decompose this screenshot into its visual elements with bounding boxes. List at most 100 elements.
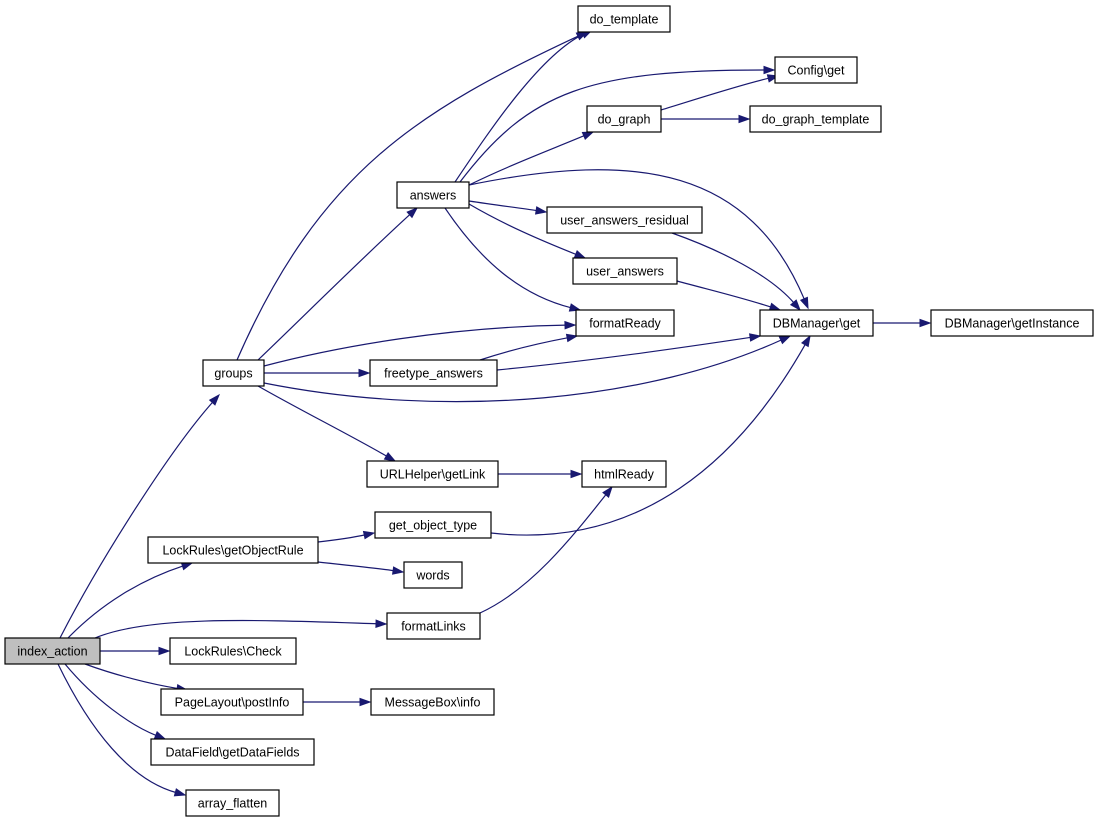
node-label: URLHelper\getLink (380, 468, 486, 482)
edge-index-action-to-array-flatten (57, 663, 187, 797)
node-config-get[interactable]: Config\get (774, 56, 858, 84)
arrowhead-icon (919, 318, 932, 328)
arrowhead-icon (180, 562, 194, 571)
arrowhead-icon (392, 566, 405, 575)
arrowhead-icon (564, 320, 577, 330)
node-words[interactable]: words (403, 561, 463, 589)
node-label: user_answers_residual (560, 214, 689, 228)
node-label: formatReady (589, 317, 661, 331)
edge-user-answers-residual-to-dbmanager-get (671, 232, 801, 312)
node-freetype-answers[interactable]: freetype_answers (369, 359, 498, 387)
edge-dbmanager-get-to-dbmanager-getinstance (873, 318, 932, 328)
edge-groups-to-urlhelper-getlink (257, 385, 397, 462)
arrowhead-icon (573, 250, 587, 259)
node-label: do_graph (598, 113, 651, 127)
node-box (396, 181, 470, 209)
arrowhead-icon (763, 65, 776, 75)
edge-pagelayout-postinfo-to-messagebox-info (302, 697, 372, 707)
node-datafield-getdatafields[interactable]: DataField\getDataFields (150, 738, 315, 766)
edge-index-action-to-lockrules-getobjectrule (67, 562, 194, 639)
arrowhead-icon (358, 368, 371, 378)
node-label: groups (214, 367, 252, 381)
node-label: freetype_answers (384, 367, 483, 381)
node-lockrules-check[interactable]: LockRules\Check (169, 637, 297, 665)
edge-index-action-to-pagelayout-postinfo (84, 663, 189, 693)
node-box (150, 738, 315, 766)
arrowhead-icon (362, 530, 376, 540)
arrowhead-icon (799, 296, 809, 310)
arrowhead-icon (570, 469, 583, 479)
edge-user-answers-to-dbmanager-get (676, 280, 782, 311)
node-get-object-type[interactable]: get_object_type (374, 511, 492, 539)
node-box (575, 309, 675, 337)
node-box (185, 789, 280, 817)
node-label: DBManager\getInstance (945, 317, 1080, 331)
edge-lockrules-getobjectrule-to-get-object-type (317, 530, 376, 543)
arrowhead-icon (406, 206, 419, 219)
node-box (370, 688, 495, 716)
arrowhead-icon (749, 333, 762, 342)
edge-answers-to-do-template (454, 29, 594, 183)
edge-lockrules-getobjectrule-to-words (317, 561, 405, 575)
node-do-graph-template[interactable]: do_graph_template (749, 105, 882, 133)
edge-groups-to-formatready (263, 320, 577, 367)
arrowhead-icon (173, 788, 187, 797)
node-label: Config\get (788, 64, 846, 78)
node-label: do_template (590, 13, 659, 27)
node-label: words (415, 569, 449, 583)
node-label: PageLayout\postInfo (175, 696, 290, 710)
node-htmlready[interactable]: htmlReady (581, 460, 667, 488)
arrowhead-icon (568, 303, 582, 312)
node-box (169, 637, 297, 665)
node-box (369, 359, 498, 387)
node-label: array_flatten (198, 797, 268, 811)
node-dbmanager-get[interactable]: DBManager\get (759, 309, 874, 337)
node-do-template[interactable]: do_template (577, 5, 671, 33)
edge-groups-to-answers (257, 206, 419, 361)
node-box (160, 688, 304, 716)
edge-answers-to-config-get (459, 65, 776, 183)
node-label: do_graph_template (762, 113, 870, 127)
arrowhead-icon (383, 452, 397, 462)
edge-groups-to-dbmanager-get (263, 335, 792, 403)
node-formatlinks[interactable]: formatLinks (386, 612, 481, 640)
node-box (774, 56, 858, 84)
node-box (366, 460, 499, 488)
node-box (930, 309, 1094, 337)
arrowhead-icon (208, 393, 220, 406)
node-lockrules-getobjectrule[interactable]: LockRules\getObjectRule (147, 536, 319, 564)
node-groups[interactable]: groups (202, 359, 265, 387)
node-box (403, 561, 463, 589)
node-label: DataField\getDataFields (165, 746, 299, 760)
node-do-graph[interactable]: do_graph (586, 105, 662, 133)
node-index-action[interactable]: index_action (4, 637, 101, 665)
node-box (581, 460, 667, 488)
edge-index-action-to-lockrules-check (99, 646, 171, 656)
edge-freetype-answers-to-formatready (479, 333, 579, 361)
node-label: htmlReady (594, 468, 654, 482)
node-user-answers[interactable]: user_answers (572, 257, 678, 285)
node-box (374, 511, 492, 539)
edge-answers-to-formatready (444, 207, 582, 312)
node-user-answers-residual[interactable]: user_answers_residual (546, 206, 703, 234)
edge-urlhelper-getlink-to-htmlready (498, 469, 583, 479)
node-answers[interactable]: answers (396, 181, 470, 209)
arrowhead-icon (801, 334, 811, 348)
node-label: LockRules\getObjectRule (162, 544, 303, 558)
node-formatready[interactable]: formatReady (575, 309, 675, 337)
node-messagebox-info[interactable]: MessageBox\info (370, 688, 495, 716)
call-graph-edges (57, 29, 932, 797)
node-array-flatten[interactable]: array_flatten (185, 789, 280, 817)
node-dbmanager-getinstance[interactable]: DBManager\getInstance (930, 309, 1094, 337)
arrowhead-icon (778, 335, 792, 345)
edge-get-object-type-to-dbmanager-get (490, 334, 811, 536)
arrowhead-icon (581, 131, 595, 141)
node-label: index_action (17, 645, 87, 659)
node-urlhelper-getlink[interactable]: URLHelper\getLink (366, 460, 499, 488)
node-pagelayout-postinfo[interactable]: PageLayout\postInfo (160, 688, 304, 716)
call-graph-nodes: index_action groupsLockRules\getObjectRul… (4, 5, 1094, 817)
edge-answers-to-do-graph (468, 131, 595, 186)
node-box (386, 612, 481, 640)
node-box (749, 105, 882, 133)
arrowhead-icon (602, 485, 613, 498)
